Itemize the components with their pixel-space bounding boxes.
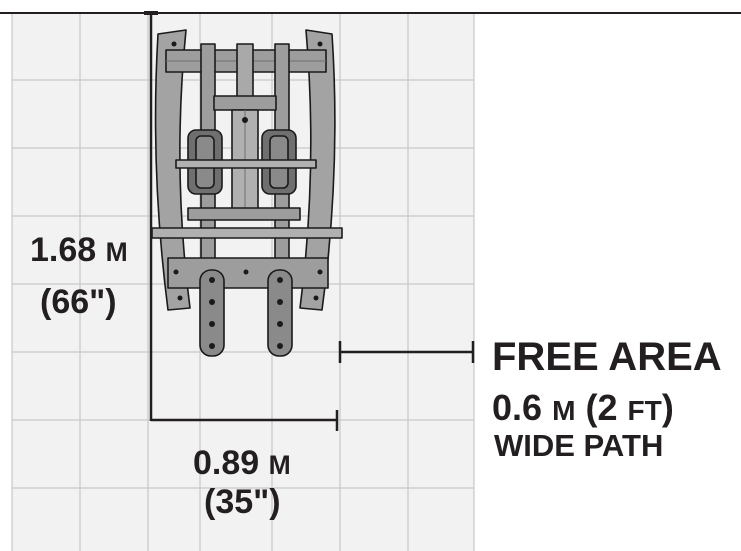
free-area-meters: 0.6: [492, 387, 543, 428]
machine-top-view: [151, 29, 343, 357]
width-value: 0.89: [193, 444, 260, 482]
length-value-label: 1.68 M: [30, 230, 128, 272]
free-area-feet-unit: FT: [627, 395, 662, 426]
left-pedal: [199, 269, 225, 357]
free-area-title: FREE AREA: [492, 335, 722, 379]
mid-crossbar: [151, 227, 343, 239]
free-area-meter-unit: M: [552, 395, 576, 426]
free-area-feet: 2: [597, 387, 618, 428]
length-imperial-label: (66"): [40, 283, 117, 321]
width-value-label: 0.89 M: [193, 443, 291, 485]
width-imperial-label: (35"): [204, 483, 281, 521]
center-column: [236, 43, 254, 105]
right-curved-rail: [299, 29, 336, 311]
left-curved-rail: [154, 29, 191, 311]
free-area-path: WIDE PATH: [494, 428, 664, 463]
right-pedal: [267, 269, 293, 357]
free-area-paren-close: ): [661, 387, 674, 428]
free-area-size: 0.6 M (2 FT): [492, 387, 674, 432]
free-area-paren-open: (: [585, 387, 598, 428]
dimension-lines: [144, 11, 475, 431]
width-unit: M: [268, 450, 291, 480]
length-value: 1.68: [30, 231, 97, 269]
length-unit: M: [105, 237, 128, 267]
